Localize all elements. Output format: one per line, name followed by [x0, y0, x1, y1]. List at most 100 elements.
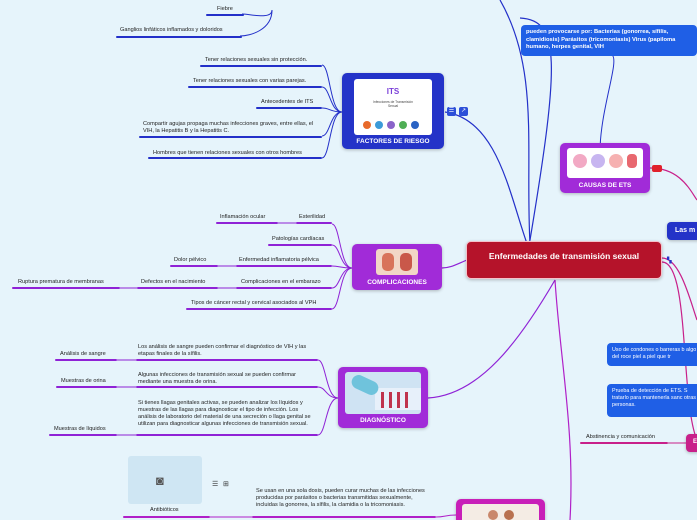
- body-icon: [400, 253, 412, 271]
- fiebre-text: Fiebre: [217, 6, 233, 12]
- its-image: ITS Infecciones de Transmisión Sexual: [354, 79, 432, 135]
- underline: [268, 244, 332, 246]
- comp-cancer: Tipos de cáncer rectal y cervical asocia…: [191, 300, 317, 306]
- diag-text-orina: Algunas infecciones de transmisión sexua…: [138, 372, 296, 385]
- diagnostico-title: DIAGNÓSTICO: [360, 417, 406, 424]
- germ-icon: [609, 154, 623, 168]
- tube-icon: [389, 392, 392, 408]
- logo-dot: [375, 121, 383, 129]
- logo-dot: [387, 121, 395, 129]
- underline: [296, 222, 332, 224]
- complicaciones-node[interactable]: COMPLICACIONES: [352, 244, 442, 290]
- causas-text-box[interactable]: pueden provocarse por: Bacterias (gonorr…: [521, 25, 697, 56]
- comp-ruptura: Ruptura prematura de membranas: [18, 279, 104, 285]
- comp-enfermedad: Enfermedad inflamatoria pélvica: [239, 257, 319, 263]
- underline: [116, 36, 242, 38]
- causas-node[interactable]: CAUSAS DE ETS: [560, 143, 650, 193]
- comp-embarazo: Complicaciones en el embarazo: [241, 279, 321, 285]
- its-image-title: ITS: [386, 87, 400, 96]
- person-icon: [488, 510, 498, 520]
- complicaciones-title: COMPLICACIONES: [367, 279, 427, 286]
- video-icon[interactable]: [652, 165, 662, 172]
- underline: [580, 442, 668, 444]
- underline: [136, 434, 318, 436]
- tratamiento-node[interactable]: [456, 499, 545, 520]
- diag-label-liquidos: Muestras de líquidos: [54, 426, 106, 432]
- comp-inflamacion: Inflamación ocular: [220, 214, 266, 220]
- underline: [216, 222, 278, 224]
- image-placeholder[interactable]: ◙: [128, 456, 202, 504]
- complicaciones-image: [376, 249, 418, 275]
- underline: [186, 308, 332, 310]
- comp-dolor: Dolor pélvico: [174, 257, 207, 263]
- underline: [136, 386, 318, 388]
- riesgo-title: FACTORES DE RIESGO: [356, 138, 430, 145]
- person-icon: [504, 510, 514, 520]
- comp-defectos: Defectos en el nacimiento: [141, 279, 206, 285]
- riesgo-item-1: Tener relaciones sexuales sin protección…: [205, 57, 308, 63]
- diagnostico-image: [345, 372, 421, 414]
- link-icon[interactable]: ↗: [459, 107, 468, 116]
- germ-icon: [591, 154, 605, 168]
- diag-label-orina: Muestras de orina: [61, 378, 106, 384]
- flag-icon: ▚: [667, 258, 672, 264]
- underline: [188, 86, 322, 88]
- underline: [136, 359, 318, 361]
- logo-dot: [363, 121, 371, 129]
- logo-dot: [411, 121, 419, 129]
- right-node-e[interactable]: E: [686, 434, 697, 452]
- underline: [148, 157, 322, 159]
- underline: [56, 386, 117, 388]
- central-node[interactable]: Enfermedades de transmisión sexual: [466, 241, 662, 279]
- tube-icon: [397, 392, 400, 408]
- tube-icon: [405, 392, 408, 408]
- right-node-las[interactable]: Las m: [667, 222, 697, 240]
- germ-icon: [573, 154, 587, 168]
- germ-icon: [627, 154, 637, 168]
- underline: [252, 516, 436, 518]
- tratamiento-image: [462, 504, 539, 520]
- underline: [236, 287, 332, 289]
- right-node-e-label: E: [693, 439, 697, 445]
- notes-icon[interactable]: ☰: [212, 481, 219, 488]
- diag-text-liquidos: Si tienes llagas genitales activas, se p…: [138, 400, 311, 427]
- riesgo-item-5: Hombres que tienen relaciones sexuales c…: [153, 150, 302, 156]
- riesgo-item-2: Tener relaciones sexuales con varias par…: [193, 78, 307, 84]
- riesgo-item-4: Compartir agujas propaga muchas infeccio…: [143, 121, 314, 134]
- underline: [256, 107, 322, 109]
- underline: [123, 516, 210, 518]
- comp-patologias: Patologías cardíacas: [272, 236, 325, 242]
- attachment-icon[interactable]: ⊞: [223, 481, 229, 488]
- diag-text-sangre: Los análisis de sangre pueden confirmar …: [138, 344, 307, 357]
- its-image-subtitle: Infecciones de Transmisión Sexual: [373, 100, 413, 108]
- logo-dot: [399, 121, 407, 129]
- underline: [55, 359, 117, 361]
- prevencion-abstinencia: Abstinencia y comunicación: [586, 434, 656, 440]
- riesgo-item-3: Antecedentes de ITS: [261, 99, 314, 105]
- prevencion-condones[interactable]: Uso de condones o barreras b algo del ro…: [607, 343, 697, 366]
- underline: [49, 434, 117, 436]
- riesgo-node[interactable]: ITS Infecciones de Transmisión Sexual FA…: [342, 73, 444, 149]
- underline: [137, 287, 218, 289]
- comp-esterilidad: Esterilidad: [299, 214, 326, 220]
- underline: [12, 287, 120, 289]
- camera-icon: ◙: [156, 473, 164, 488]
- diag-label-sangre: Análisis de sangre: [60, 351, 106, 357]
- body-icon: [382, 253, 394, 271]
- right-node-las-label: Las m: [675, 227, 696, 234]
- tube-icon: [381, 392, 384, 408]
- trat-antibioticos: Antibióticos: [150, 507, 179, 513]
- underline: [139, 136, 322, 138]
- causas-image: [567, 148, 643, 178]
- underline: [170, 265, 218, 267]
- underline: [236, 265, 332, 267]
- trat-text: Se usan en una sola dosis, pueden curar …: [256, 488, 425, 508]
- prevencion-prueba[interactable]: Prueba de detección de ETS. S tratarlo p…: [607, 384, 697, 417]
- diagnostico-node[interactable]: DIAGNÓSTICO: [338, 367, 428, 428]
- underline: [206, 14, 244, 16]
- notes-icon[interactable]: ☰: [447, 107, 456, 116]
- central-title: Enfermedades de transmisión sexual: [488, 251, 640, 261]
- causas-title: CAUSAS DE ETS: [578, 182, 632, 189]
